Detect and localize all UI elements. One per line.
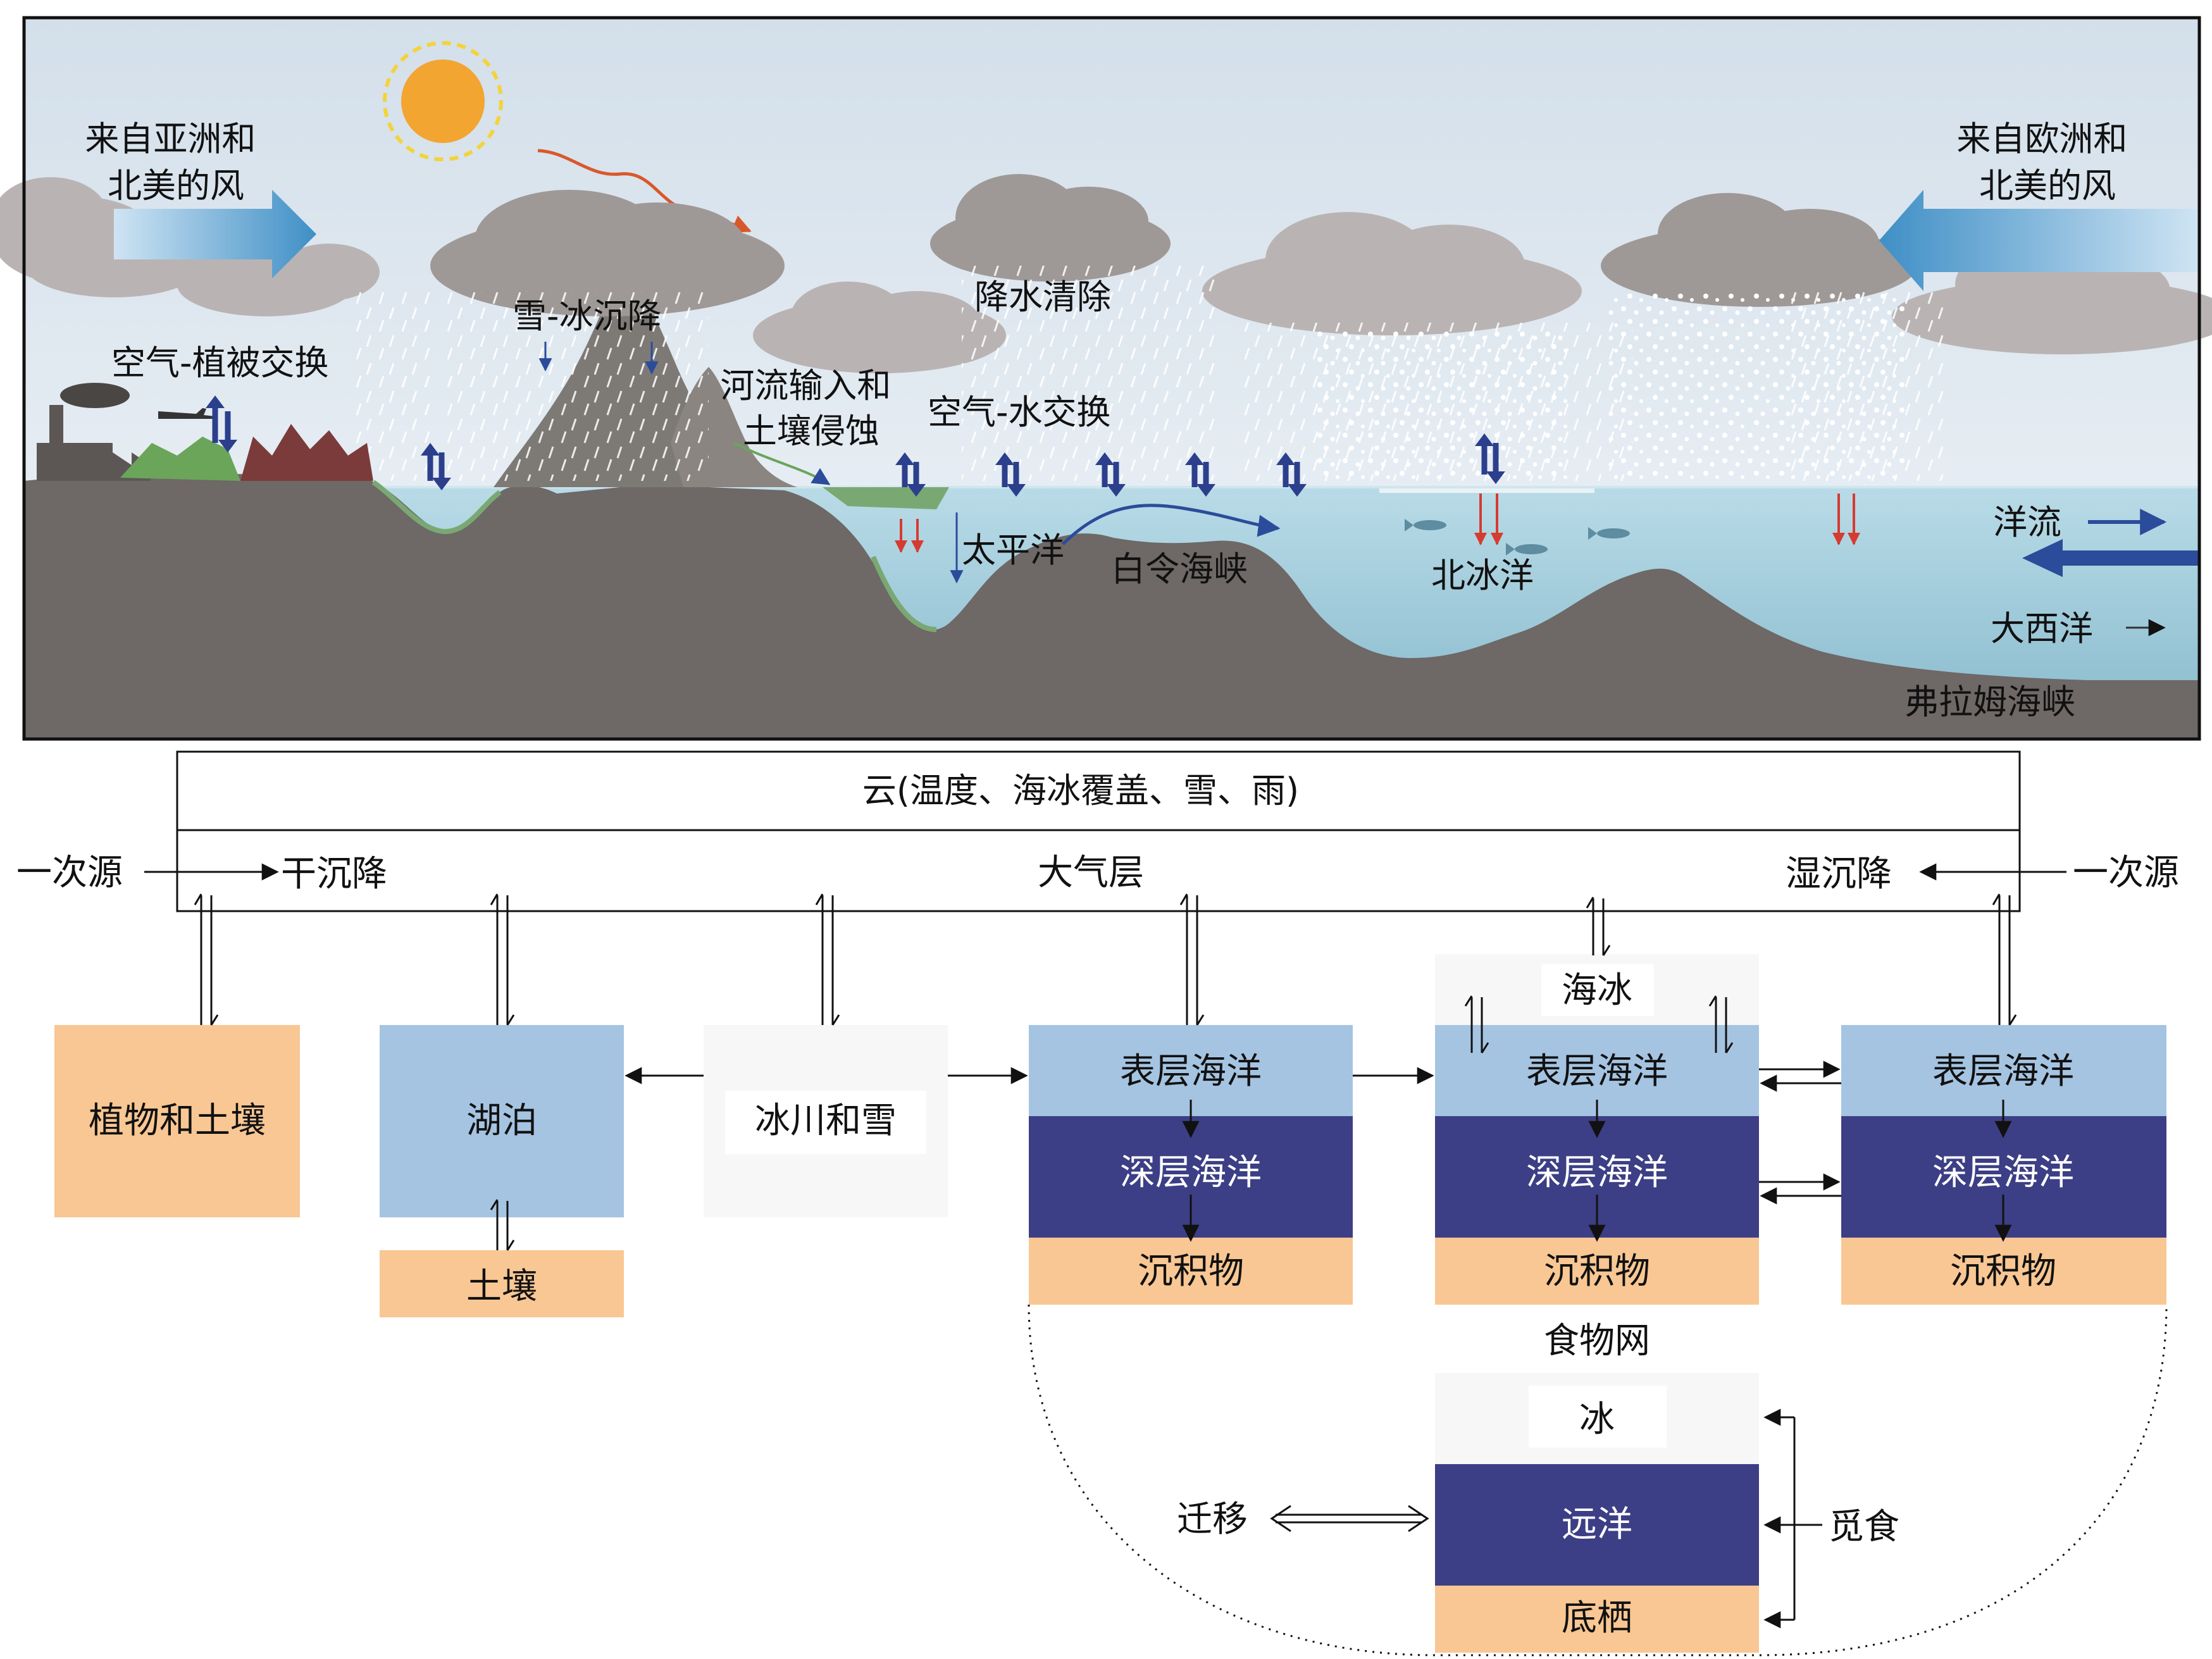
wind-arrow-right	[1879, 190, 2199, 291]
label-pacific: 太平洋	[962, 530, 1064, 570]
rain-curtain	[443, 291, 709, 481]
ocean1-sediment-label: 沉积物	[1138, 1251, 1244, 1292]
land-seafloor	[24, 473, 2199, 739]
label-atmosphere: 大气层	[1038, 852, 1144, 893]
ocean2-sediment-label: 沉积物	[1544, 1251, 1650, 1292]
lake-label: 湖泊	[466, 1100, 537, 1141]
ocean-current-return	[2022, 539, 2199, 577]
pelagic-label: 远洋	[1562, 1504, 1632, 1545]
wind-arrow-left	[114, 190, 316, 278]
label-primary-source-left: 一次源	[16, 852, 123, 893]
ocean3-deep-label: 深层海洋	[1932, 1152, 2074, 1193]
ocean2-surface-label: 表层海洋	[1526, 1051, 1668, 1092]
atmosphere-exchange-arrows	[194, 893, 2017, 1251]
label-dry-deposition: 干沉降	[281, 854, 387, 895]
label-primary-source-right: 一次源	[2073, 852, 2179, 893]
horizontal-flow-arrows	[624, 1060, 1841, 1205]
scene-border	[22, 16, 2201, 741]
cloud-icon	[1202, 212, 1582, 335]
airplane-icon	[158, 408, 215, 419]
benthic-box	[1435, 1586, 1759, 1653]
label-river: 河流输入和 土壤侵蚀	[720, 366, 902, 451]
label-bering: 白令海峡	[1111, 549, 1248, 589]
forest-icon	[120, 424, 373, 481]
cloud-header: 云(温度、海冰覆盖、雪、雨)	[862, 771, 1299, 811]
coastal-shelf	[371, 480, 502, 535]
deposition-arrows	[538, 342, 964, 584]
label-wind-right: 来自欧洲和 北美的风	[1956, 119, 2138, 206]
lake-box	[380, 1025, 624, 1217]
rain-curtain	[962, 266, 1215, 481]
label-current: 洋流	[1993, 502, 2061, 542]
river-inflow-arrow	[733, 442, 831, 485]
foraging-label: 觅食	[1829, 1507, 1899, 1548]
ocean1-sediment	[1029, 1238, 1353, 1305]
bering-current-arrow	[1062, 504, 1281, 545]
foodweb-ice-label-bg	[1529, 1386, 1667, 1448]
label-air-vegetation: 空气-植被交换	[111, 343, 329, 383]
rain-curtain	[1784, 291, 1949, 481]
ocean3-surface-label: 表层海洋	[1932, 1051, 2074, 1092]
ocean3-sediment-label: 沉积物	[1950, 1251, 2056, 1292]
foodweb-ice-label: 冰	[1579, 1399, 1615, 1440]
pelagic-box	[1435, 1464, 1759, 1586]
sinking-arrows	[895, 494, 1860, 553]
ocean3-sediment	[1841, 1238, 2166, 1305]
foraging-bracket	[1763, 1408, 1822, 1629]
label-atlantic: 大西洋	[1991, 609, 2093, 649]
label-fram: 弗拉姆海峡	[1904, 682, 2075, 722]
migration-arrow	[1270, 1505, 1429, 1532]
label-snow-ice: 雪-冰沉降	[513, 296, 662, 336]
label-precipitation: 降水清除	[974, 277, 1111, 317]
label-air-water: 空气-水交换	[928, 392, 1111, 432]
cloud-icon	[753, 282, 1006, 373]
glacier-label: 冰川和雪	[755, 1100, 897, 1141]
label-arctic: 北冰洋	[1431, 556, 1534, 595]
benthic-label: 底栖	[1562, 1598, 1632, 1639]
snow-curtain	[1316, 329, 1569, 481]
label-wind-left: 来自亚洲和 北美的风	[85, 119, 266, 206]
ocean1-deep-label: 深层海洋	[1120, 1152, 1262, 1193]
atmosphere-box	[176, 750, 2021, 912]
plants-soil-label: 植物和土壤	[89, 1100, 266, 1141]
foodweb-label: 食物网	[1544, 1320, 1650, 1362]
arctic-scene-panel: 来自亚洲和 北美的风 来自欧洲和 北美的风 空气-植被交换 雪-冰沉降 河流输入…	[0, 16, 2212, 741]
ocean1-surface-label: 表层海洋	[1120, 1051, 1262, 1092]
plants-soil-box	[54, 1025, 300, 1217]
flow-diagram: 云(温度、海冰覆盖、雪、雨) 大气层 干沉降 湿沉降 一次源 一次源 植物和土壤…	[16, 750, 2179, 1656]
lake-soil-label: 土壤	[466, 1266, 537, 1307]
cloud-icon	[930, 174, 1171, 282]
cloud-icon	[1601, 193, 1917, 307]
ocean2-sediment	[1435, 1238, 1759, 1305]
sun-icon	[383, 41, 503, 161]
sea-ice-label: 海冰	[1562, 970, 1632, 1011]
vertical-inner-arrows	[1182, 1100, 2012, 1242]
migration-label: 迁移	[1177, 1499, 1248, 1540]
lake-soil-box	[380, 1250, 624, 1317]
glacier-label-bg	[725, 1091, 926, 1154]
shelf-green	[871, 556, 937, 632]
label-wet-deposition: 湿沉降	[1786, 854, 1892, 895]
exchange-arrows	[206, 395, 1505, 497]
sea-ice-label-bg	[1541, 964, 1654, 1016]
ocean2-deep-label: 深层海洋	[1526, 1152, 1668, 1193]
fish-icon	[1405, 519, 1630, 556]
